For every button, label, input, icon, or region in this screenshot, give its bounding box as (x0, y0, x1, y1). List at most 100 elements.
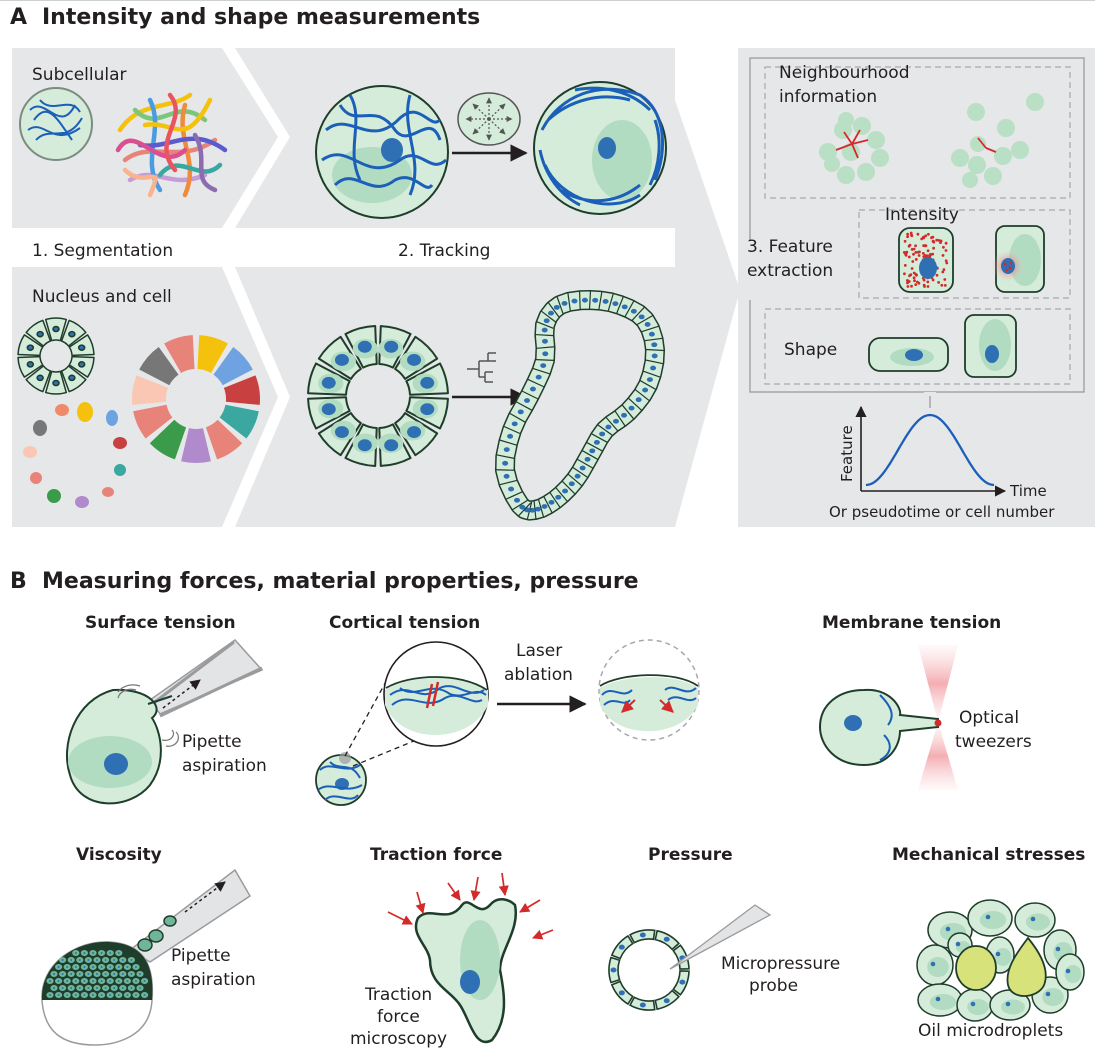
aspiration-arrow-2 (184, 881, 226, 913)
signal-dot (921, 252, 925, 255)
nucleus (589, 448, 596, 454)
nucleus (1030, 916, 1036, 922)
segmented-nuclei (23, 402, 127, 508)
zoom-line-1 (344, 677, 389, 757)
nucleus (612, 418, 619, 424)
nucleus (57, 966, 60, 968)
nucleus (78, 973, 81, 975)
nucleus (593, 439, 600, 445)
nucleus (87, 973, 90, 975)
signal-dot (914, 251, 918, 254)
optical-beam (918, 645, 958, 790)
nucleus (561, 301, 568, 306)
nucleus (126, 980, 129, 982)
nucleus (36, 374, 44, 382)
nucleus (74, 994, 77, 996)
nucleus (612, 301, 619, 307)
nucleus (503, 473, 510, 479)
cell-border (644, 337, 663, 342)
viscosity-cells-in-pipette (137, 915, 177, 952)
nucleus (334, 426, 349, 439)
cell-cytoplasm (1001, 999, 1025, 1015)
nucleus (581, 297, 588, 303)
nucleus (584, 456, 591, 462)
traction-cell (414, 898, 518, 1044)
cell-border (607, 293, 614, 312)
nucleus (651, 353, 658, 359)
segmented-cell (132, 375, 169, 405)
nucleus (92, 966, 94, 968)
intensity-cell-spot (992, 225, 1045, 293)
signal-dot (935, 273, 939, 277)
intensity-cell-dots (898, 227, 954, 293)
mechanical-stresses-heading: Mechanical stresses (892, 845, 1085, 865)
nucleus (1065, 968, 1071, 974)
feature-curve (865, 413, 995, 487)
cell-border (499, 439, 517, 446)
feature-axis-label: Feature (838, 425, 856, 482)
pipette-label-2: Pipette (171, 946, 231, 966)
nucleus (540, 363, 547, 368)
nucleus (117, 952, 120, 954)
nucleus (57, 980, 60, 982)
signal-dot (914, 283, 918, 286)
signal-dot (904, 252, 907, 256)
cell-border (616, 296, 624, 314)
surface-tension-pipette (146, 639, 264, 718)
neighbourhood-label-1: Neighbourhood (779, 63, 910, 83)
cell-cytoplasm (967, 999, 989, 1015)
signal-dot (914, 244, 917, 248)
signal-dot (941, 270, 945, 274)
segmented-colour-ring (132, 335, 260, 463)
nucleus (639, 932, 646, 938)
laser-label: Laser (516, 641, 562, 661)
pipette-label-1: Pipette (182, 732, 242, 752)
nucleus (618, 944, 625, 950)
nucleus (113, 987, 116, 989)
nucleus (420, 403, 435, 416)
cell-border (515, 401, 533, 411)
cell-border (547, 302, 560, 318)
nucleus (599, 431, 606, 437)
signal-dot (937, 281, 940, 284)
nucleus (535, 506, 542, 512)
nucleus (384, 340, 399, 353)
cell-cytoplasm (1026, 913, 1050, 931)
cell-border (527, 378, 545, 388)
nucleus (74, 966, 77, 968)
cell-border (576, 458, 594, 469)
tfm-label-3: microscopy (350, 1029, 447, 1049)
nucleus (547, 310, 554, 316)
nucleus (92, 952, 94, 954)
subcellular-small-cell (19, 87, 93, 161)
nucleus (639, 1002, 646, 1008)
nucleus (542, 351, 549, 357)
nucleus (517, 409, 524, 415)
oil-label: Oil microdroplets (918, 1021, 1063, 1041)
signal-dot (909, 231, 913, 235)
nucleus (562, 488, 569, 494)
subcellular-label: Subcellular (32, 65, 127, 85)
segmented-cell (213, 346, 253, 386)
nucleus (334, 353, 349, 366)
nucleus (70, 987, 73, 989)
nucleus (628, 405, 635, 411)
signal-dot (917, 254, 921, 257)
nucleus (663, 998, 670, 1004)
nucleus (126, 966, 129, 968)
signal-dot (926, 285, 930, 288)
traction-force-heading: Traction force (370, 845, 502, 865)
nucleus (26, 361, 35, 368)
nucleus (574, 473, 581, 479)
cell-border (496, 454, 515, 459)
nucleus (121, 959, 124, 961)
tissue-cluster (916, 899, 1085, 1022)
surface-tension-motion-icon (117, 684, 141, 699)
signal-dot (906, 285, 910, 288)
panel-a-title: Intensity and shape measurements (42, 5, 480, 30)
nucleus (83, 980, 86, 982)
signal-dot (922, 235, 925, 239)
feature-extraction-box (747, 57, 1085, 393)
nucleus (514, 497, 521, 503)
tweezers-label: tweezers (955, 732, 1032, 752)
